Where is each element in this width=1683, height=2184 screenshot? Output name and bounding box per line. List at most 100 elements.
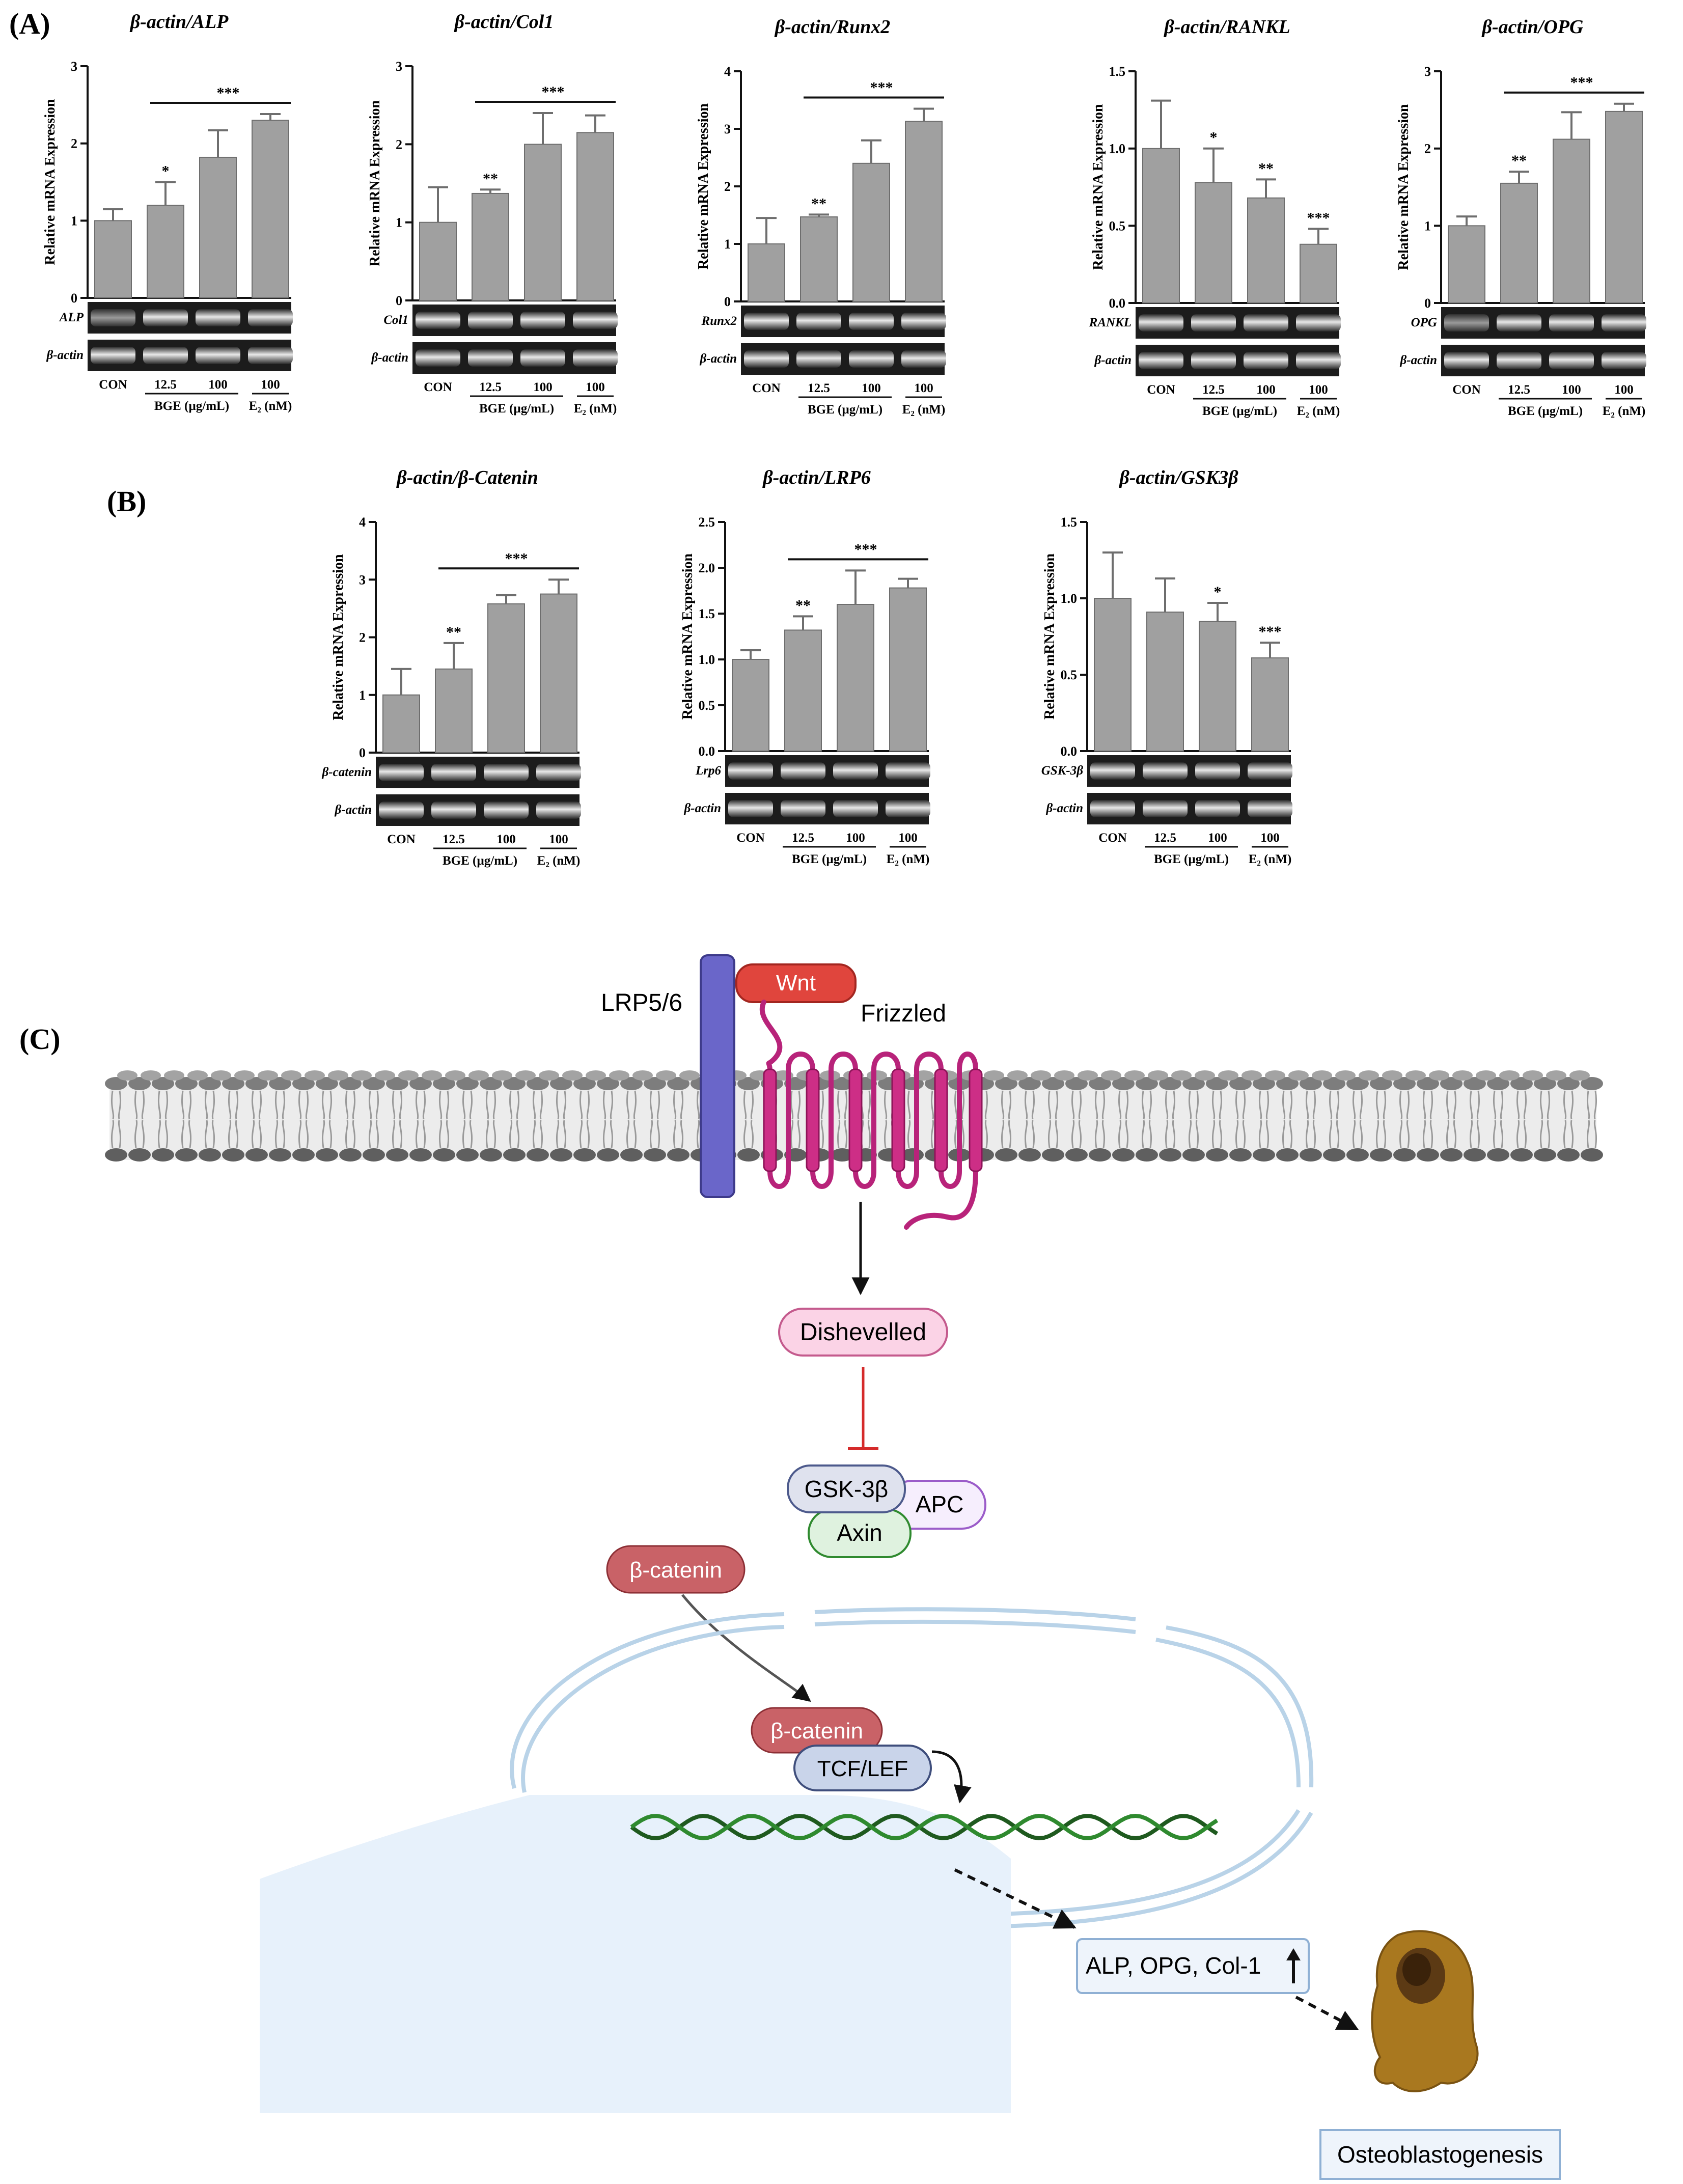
x-tick-label: 100 <box>586 380 605 394</box>
panel-c-label: (C) <box>19 1022 61 1056</box>
x-tick-label: 100 <box>496 833 516 846</box>
y-tick-label: 0.0 <box>699 744 715 759</box>
bar-4 <box>905 121 943 302</box>
group-label-bge: BGE (µg/mL) <box>443 854 517 868</box>
dishevelled-node <box>778 1308 948 1357</box>
bar-2 <box>435 668 473 753</box>
chart-title: β-actin/Runx2 <box>774 16 890 38</box>
bar-3 <box>852 162 890 302</box>
significance-bracket-label: *** <box>870 79 893 96</box>
bar-4 <box>889 587 927 752</box>
x-tick-label: 100 <box>1256 383 1276 397</box>
chart-title: β-actin/LRP6 <box>762 467 871 488</box>
bar-2 <box>784 629 822 752</box>
gel-label: Runx2 <box>701 314 737 328</box>
y-tick-label: 1.0 <box>1061 591 1078 606</box>
loading-control-gel: β-actin <box>1045 793 1292 824</box>
y-tick-label: 4 <box>359 515 366 530</box>
loading-control-gel: β-actin <box>699 343 946 375</box>
bar-1 <box>1094 598 1132 752</box>
significance-bracket-label: *** <box>217 85 240 101</box>
x-tick-label: 100 <box>261 378 280 392</box>
wnt-label: Wnt <box>776 971 816 996</box>
arrow-osteoblast <box>1295 1996 1359 2031</box>
group-label-bge: BGE (µg/mL) <box>154 399 229 413</box>
significance-bracket-label: *** <box>505 550 528 567</box>
y-tick-label: 2 <box>724 179 731 194</box>
target-gel: OPG <box>1411 307 1646 339</box>
loading-control-gel: β-actin <box>683 793 930 824</box>
dna-helix <box>630 1813 1219 1841</box>
bar-3 <box>1553 139 1590 303</box>
x-tick-label: 100 <box>914 381 933 395</box>
y-axis-label: Relative mRNA Expression <box>330 554 346 721</box>
gel-label: β-actin <box>334 803 372 817</box>
x-tick-label: 100 <box>1260 831 1280 845</box>
x-tick-label: CON <box>736 831 765 845</box>
significance-bracket-label: *** <box>542 84 565 100</box>
gel-label: β-actin <box>371 351 408 365</box>
x-tick-label: 100 <box>208 378 228 392</box>
group-label-e2: E₂ (nM) <box>574 402 617 416</box>
gel-label: RANKL <box>1089 316 1132 329</box>
frizzled-label: Frizzled <box>861 1000 946 1027</box>
target-gel: ALP <box>59 302 293 334</box>
osteoblastogenesis-label: Osteoblastogenesis <box>1337 2141 1543 2168</box>
y-tick-label: 2.0 <box>699 561 715 575</box>
y-tick-label: 4 <box>724 64 731 79</box>
x-tick-label: 100 <box>1208 831 1227 845</box>
x-tick-label: 12.5 <box>1508 383 1530 397</box>
y-tick-label: 3 <box>724 122 731 136</box>
y-axis-label: Relative mRNA Expression <box>680 554 696 720</box>
chart-title: β-actin/Col1 <box>454 11 554 33</box>
group-label-e2: E₂ (nM) <box>1603 404 1646 418</box>
loading-control-gel: β-actin <box>46 340 293 371</box>
significance-bracket-label: *** <box>1570 74 1593 91</box>
beta-catenin-cytoplasm-label: β-catenin <box>629 1558 722 1583</box>
y-tick-label: 0 <box>71 291 77 306</box>
gel-label: β-actin <box>1045 801 1083 815</box>
beta-catenin-nucleus-label: β-catenin <box>770 1719 863 1744</box>
loading-control-gel: β-actin <box>1094 345 1341 376</box>
x-tick-label: 100 <box>898 831 918 845</box>
y-axis-label: Relative mRNA Expression <box>1090 104 1106 270</box>
x-tick-label: 12.5 <box>154 378 177 392</box>
bar-1 <box>94 220 132 299</box>
significance-marker: * <box>1214 584 1222 600</box>
x-tick-label: CON <box>387 833 416 846</box>
bar-3 <box>199 156 237 298</box>
x-tick-label: CON <box>1147 383 1175 397</box>
transcription-arrow <box>931 1750 972 1804</box>
y-tick-label: 0.5 <box>1109 218 1126 233</box>
bar-4 <box>540 593 577 753</box>
apc-label: APC <box>916 1491 964 1517</box>
frizzled-helices <box>763 1068 983 1172</box>
x-tick-label: 12.5 <box>792 831 814 845</box>
x-tick-label: 100 <box>549 833 568 846</box>
x-tick-label: CON <box>752 381 781 395</box>
group-label-bge: BGE (µg/mL) <box>808 403 882 417</box>
group-label-bge: BGE (µg/mL) <box>1508 404 1583 418</box>
significance-marker: * <box>1210 129 1218 146</box>
dishevelled-label: Dishevelled <box>800 1319 926 1346</box>
target-gel: Lrp6 <box>695 755 930 787</box>
gel-label: β-actin <box>683 801 721 815</box>
gel-label: β-actin <box>1094 353 1132 367</box>
group-label-e2: E₂ (nM) <box>1249 852 1292 866</box>
y-tick-label: 0.0 <box>1061 744 1078 759</box>
y-tick-label: 2 <box>1424 142 1431 156</box>
bar-2 <box>472 192 509 301</box>
y-tick-label: 0 <box>396 293 402 308</box>
bar-2 <box>1146 612 1184 752</box>
chart-title: β-actin/RANKL <box>1163 16 1290 38</box>
x-tick-label: CON <box>1452 383 1481 397</box>
bar-2 <box>1500 182 1538 303</box>
target-genes-box <box>1076 1938 1310 1994</box>
target-gel: β-catenin <box>321 757 581 788</box>
bar-4 <box>252 120 289 299</box>
target-gel: Col1 <box>383 305 618 336</box>
